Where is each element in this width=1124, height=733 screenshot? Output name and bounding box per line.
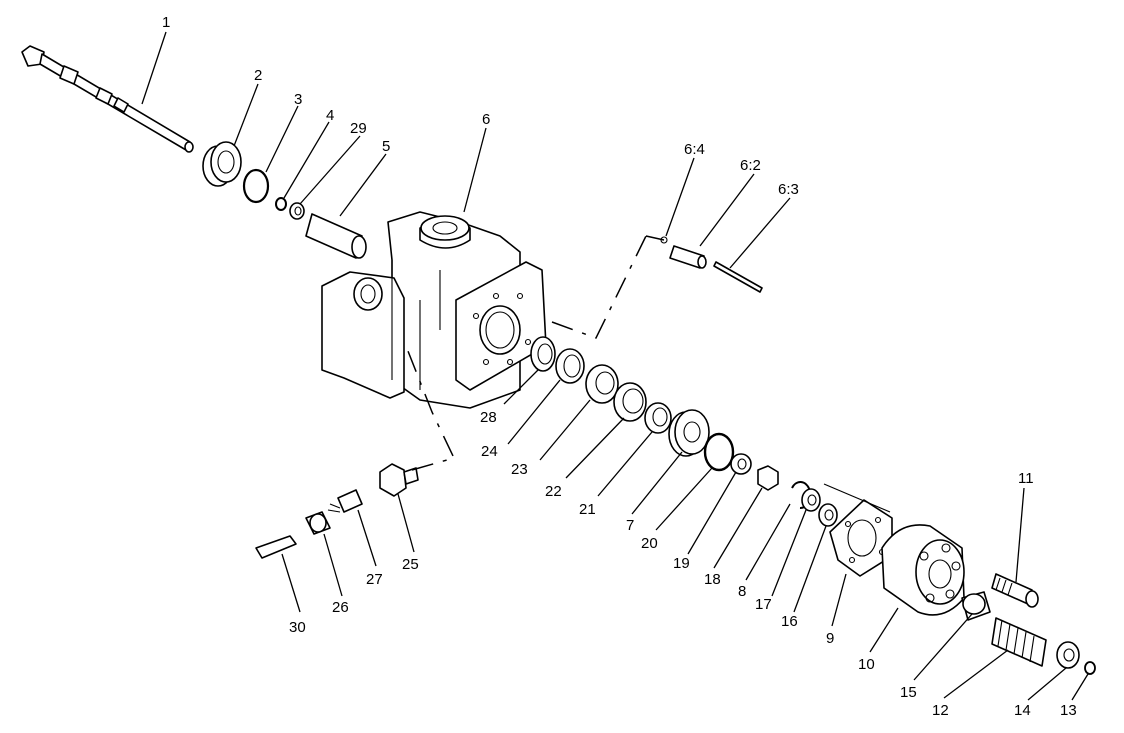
ring-part-21 xyxy=(644,402,672,434)
shaft-part-1 xyxy=(21,45,194,153)
callout-25: 25 xyxy=(402,556,419,573)
ring-part-24 xyxy=(555,348,585,384)
callout-14: 14 xyxy=(1014,702,1031,719)
callout-30: 30 xyxy=(289,619,306,636)
sleeve-part-15 xyxy=(961,591,991,621)
callout-6-3: 6:3 xyxy=(778,181,799,198)
ring-part-22 xyxy=(613,382,647,422)
ring-part-4 xyxy=(275,197,287,211)
gasket-part-9 xyxy=(829,499,893,577)
ring-part-23 xyxy=(585,364,619,404)
ring-part-13 xyxy=(1084,661,1096,675)
callout-5: 5 xyxy=(382,138,390,155)
callout-8: 8 xyxy=(738,583,746,600)
fitting-part-27 xyxy=(327,489,363,513)
callout-21: 21 xyxy=(579,501,596,518)
washer-part-19 xyxy=(730,453,752,475)
nut-part-18 xyxy=(757,465,779,491)
bushing-part-5 xyxy=(305,213,367,259)
callout-19: 19 xyxy=(673,555,690,572)
fitting-part-25 xyxy=(379,463,419,497)
bolt-part-11 xyxy=(991,573,1039,608)
fitting-part-6-2 xyxy=(669,245,707,269)
callout-26: 26 xyxy=(332,599,349,616)
callout-20: 20 xyxy=(641,535,658,552)
callout-16: 16 xyxy=(781,613,798,630)
callout-23: 23 xyxy=(511,461,528,478)
ring-part-17 xyxy=(801,488,821,512)
washer-part-14 xyxy=(1056,641,1080,669)
callout-6-2: 6:2 xyxy=(740,157,761,174)
tube-part-30 xyxy=(255,535,297,559)
bearing-part-2 xyxy=(202,141,242,187)
pin-part-6-3 xyxy=(713,261,763,293)
callout-9: 9 xyxy=(826,630,834,647)
callout-6: 6 xyxy=(482,111,490,128)
callout-24: 24 xyxy=(481,443,498,460)
callout-3: 3 xyxy=(294,91,302,108)
callout-13: 13 xyxy=(1060,702,1077,719)
sleeve-part-26 xyxy=(305,511,331,535)
callout-28: 28 xyxy=(480,409,497,426)
end-cover-part-10 xyxy=(881,524,965,616)
callout-10: 10 xyxy=(858,656,875,673)
callout-12: 12 xyxy=(932,702,949,719)
callout-2: 2 xyxy=(254,67,262,84)
callout-27: 27 xyxy=(366,571,383,588)
ring-part-16 xyxy=(818,503,838,527)
callout-1: 1 xyxy=(162,14,170,31)
washer-part-29 xyxy=(289,202,305,220)
o-ring-part-3 xyxy=(242,168,270,204)
callout-7: 7 xyxy=(626,517,634,534)
callout-6-4: 6:4 xyxy=(684,141,705,158)
callout-11: 11 xyxy=(1018,470,1034,487)
o-ring-part-20 xyxy=(703,432,735,472)
callout-18: 18 xyxy=(704,571,721,588)
housing-part-6 xyxy=(321,211,547,409)
spring-part-12 xyxy=(991,617,1047,667)
ring-part-28 xyxy=(530,336,556,372)
callout-4: 4 xyxy=(326,107,334,124)
leader-lines xyxy=(141,31,1089,701)
callout-22: 22 xyxy=(545,483,562,500)
callout-29: 29 xyxy=(350,120,367,137)
callout-15: 15 xyxy=(900,684,917,701)
callout-17: 17 xyxy=(755,596,772,613)
gear-part-7 xyxy=(668,409,710,457)
